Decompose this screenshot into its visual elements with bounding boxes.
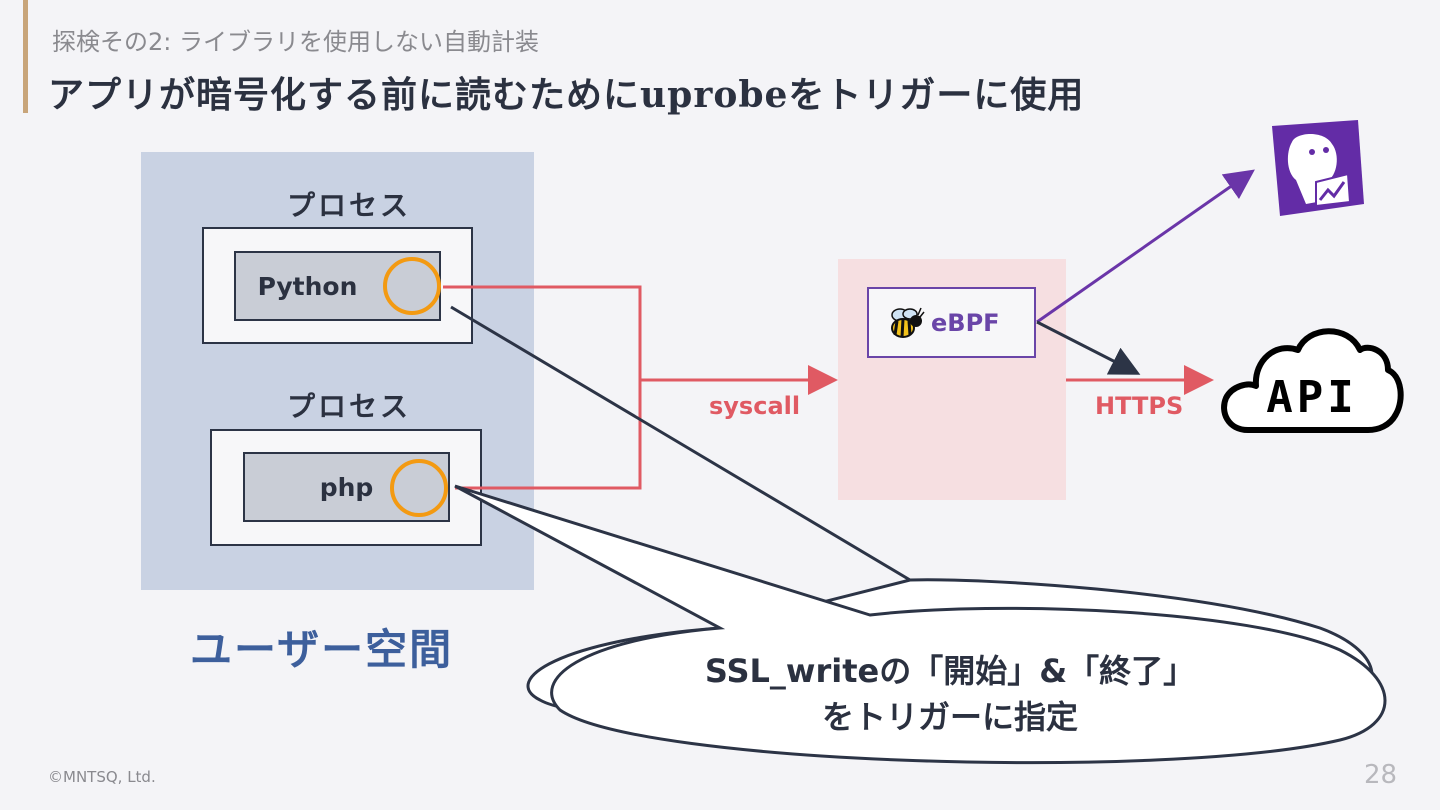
speech-bubble	[450, 305, 1387, 765]
ebpf-box: eBPF	[867, 287, 1036, 358]
accent-bar	[23, 0, 28, 113]
api-cloud-icon: API	[1221, 328, 1404, 433]
uprobe-marker-php	[390, 459, 448, 517]
copyright: ©MNTSQ, Ltd.	[48, 768, 156, 786]
page-number: 28	[1364, 760, 1398, 790]
php-label: php	[319, 472, 374, 502]
uprobe-marker-python	[383, 257, 441, 315]
slide-subtitle: 探検その2: ライブラリを使用しない自動計装	[52, 28, 539, 56]
datadog-logo	[1272, 120, 1364, 216]
ebpf-label: eBPF	[931, 308, 1000, 337]
api-label: API	[1266, 372, 1357, 423]
python-label: Python	[257, 271, 358, 301]
bee-icon	[891, 307, 925, 338]
https-label: HTTPS	[1095, 392, 1184, 420]
process-label-2: プロセス	[287, 390, 412, 423]
datadog-arrow	[1036, 169, 1255, 324]
syscall-label: syscall	[709, 392, 801, 420]
callout-line-1: SSL_writeの「開始」&「終了」	[704, 652, 1196, 690]
user-space-label: ユーザー空間	[190, 625, 454, 674]
callout-text: SSL_writeの「開始」&「終了」 をトリガーに指定	[560, 648, 1340, 740]
process-label-1: プロセス	[287, 189, 412, 222]
ebpf-to-https-arrow	[1036, 320, 1141, 375]
syscall-connector	[443, 285, 642, 490]
callout-line-2: をトリガーに指定	[821, 698, 1078, 736]
slide-title: アプリが暗号化する前に読むためにuprobeをトリガーに使用	[48, 74, 1085, 116]
